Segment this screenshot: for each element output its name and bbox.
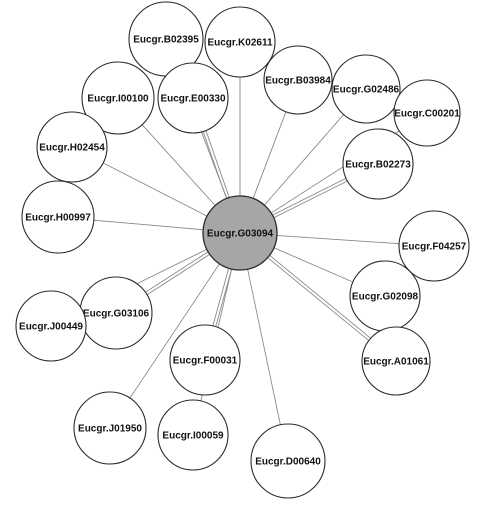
node-label: Eucgr.C00201	[394, 109, 460, 120]
node-circle[interactable]	[398, 210, 470, 282]
node-j01950[interactable]: Eucgr.J01950	[73, 391, 147, 465]
node-circle[interactable]	[21, 180, 95, 254]
node-circle[interactable]	[81, 61, 155, 135]
node-circle[interactable]	[263, 45, 333, 115]
node-g02486[interactable]: Eucgr.G02486	[331, 54, 401, 124]
node-label: Eucgr.J01950	[78, 424, 142, 435]
node-label: Eucgr.A01061	[363, 357, 429, 368]
node-label: Eucgr.I00059	[162, 431, 224, 442]
node-i00100[interactable]: Eucgr.I00100	[81, 61, 155, 135]
hub-node-circle[interactable]	[202, 195, 278, 271]
node-k02611[interactable]: Eucgr.K02611	[204, 6, 276, 78]
node-e00330[interactable]: Eucgr.E00330	[157, 62, 229, 134]
node-label: Eucgr.H02454	[39, 143, 105, 154]
node-a01061[interactable]: Eucgr.A01061	[361, 326, 431, 396]
node-label: Eucgr.D00640	[255, 457, 321, 468]
node-b02273[interactable]: Eucgr.B02273	[342, 128, 414, 200]
node-label: Eucgr.H00997	[25, 213, 91, 224]
node-label: Eucgr.G02486	[333, 85, 400, 96]
hub-node-label: Eucgr.G03094	[207, 229, 274, 240]
node-circle[interactable]	[157, 399, 229, 471]
node-f04257[interactable]: Eucgr.F04257	[398, 210, 470, 282]
node-i00059[interactable]: Eucgr.I00059	[157, 399, 229, 471]
hub-node[interactable]: Eucgr.G03094	[202, 195, 278, 271]
node-label: Eucgr.G03106	[83, 309, 150, 320]
node-label: Eucgr.F00031	[173, 356, 238, 367]
node-b03984[interactable]: Eucgr.B03984	[263, 45, 333, 115]
node-h02454[interactable]: Eucgr.H02454	[36, 111, 108, 183]
node-f00031[interactable]: Eucgr.F00031	[169, 324, 241, 396]
node-circle[interactable]	[157, 62, 229, 134]
node-circle[interactable]	[361, 326, 431, 396]
node-j00449[interactable]: Eucgr.J00449	[15, 290, 87, 362]
node-label: Eucgr.E00330	[160, 94, 225, 105]
node-label: Eucgr.F04257	[402, 242, 467, 253]
node-label: Eucgr.B02395	[133, 35, 199, 46]
node-h00997[interactable]: Eucgr.H00997	[21, 180, 95, 254]
node-d00640[interactable]: Eucgr.D00640	[250, 423, 326, 499]
node-circle[interactable]	[342, 128, 414, 200]
node-circle[interactable]	[169, 324, 241, 396]
node-circle[interactable]	[393, 79, 461, 147]
node-circle[interactable]	[73, 391, 147, 465]
node-circle[interactable]	[331, 54, 401, 124]
node-circle[interactable]	[250, 423, 326, 499]
edge-hub-j01950	[109, 232, 241, 429]
node-label: Eucgr.B03984	[265, 76, 331, 87]
node-label: Eucgr.J00449	[19, 322, 83, 333]
node-c00201[interactable]: Eucgr.C00201	[393, 79, 461, 147]
node-label: Eucgr.B02273	[345, 160, 411, 171]
node-circle[interactable]	[36, 111, 108, 183]
node-circle[interactable]	[204, 6, 276, 78]
node-g03106[interactable]: Eucgr.G03106	[79, 276, 153, 350]
node-g02098[interactable]: Eucgr.G02098	[349, 260, 421, 332]
node-label: Eucgr.K02611	[207, 38, 272, 49]
node-circle[interactable]	[15, 290, 87, 362]
edge-hub-d00640	[239, 232, 289, 462]
node-label: Eucgr.G02098	[352, 292, 419, 303]
node-label: Eucgr.I00100	[87, 94, 149, 105]
